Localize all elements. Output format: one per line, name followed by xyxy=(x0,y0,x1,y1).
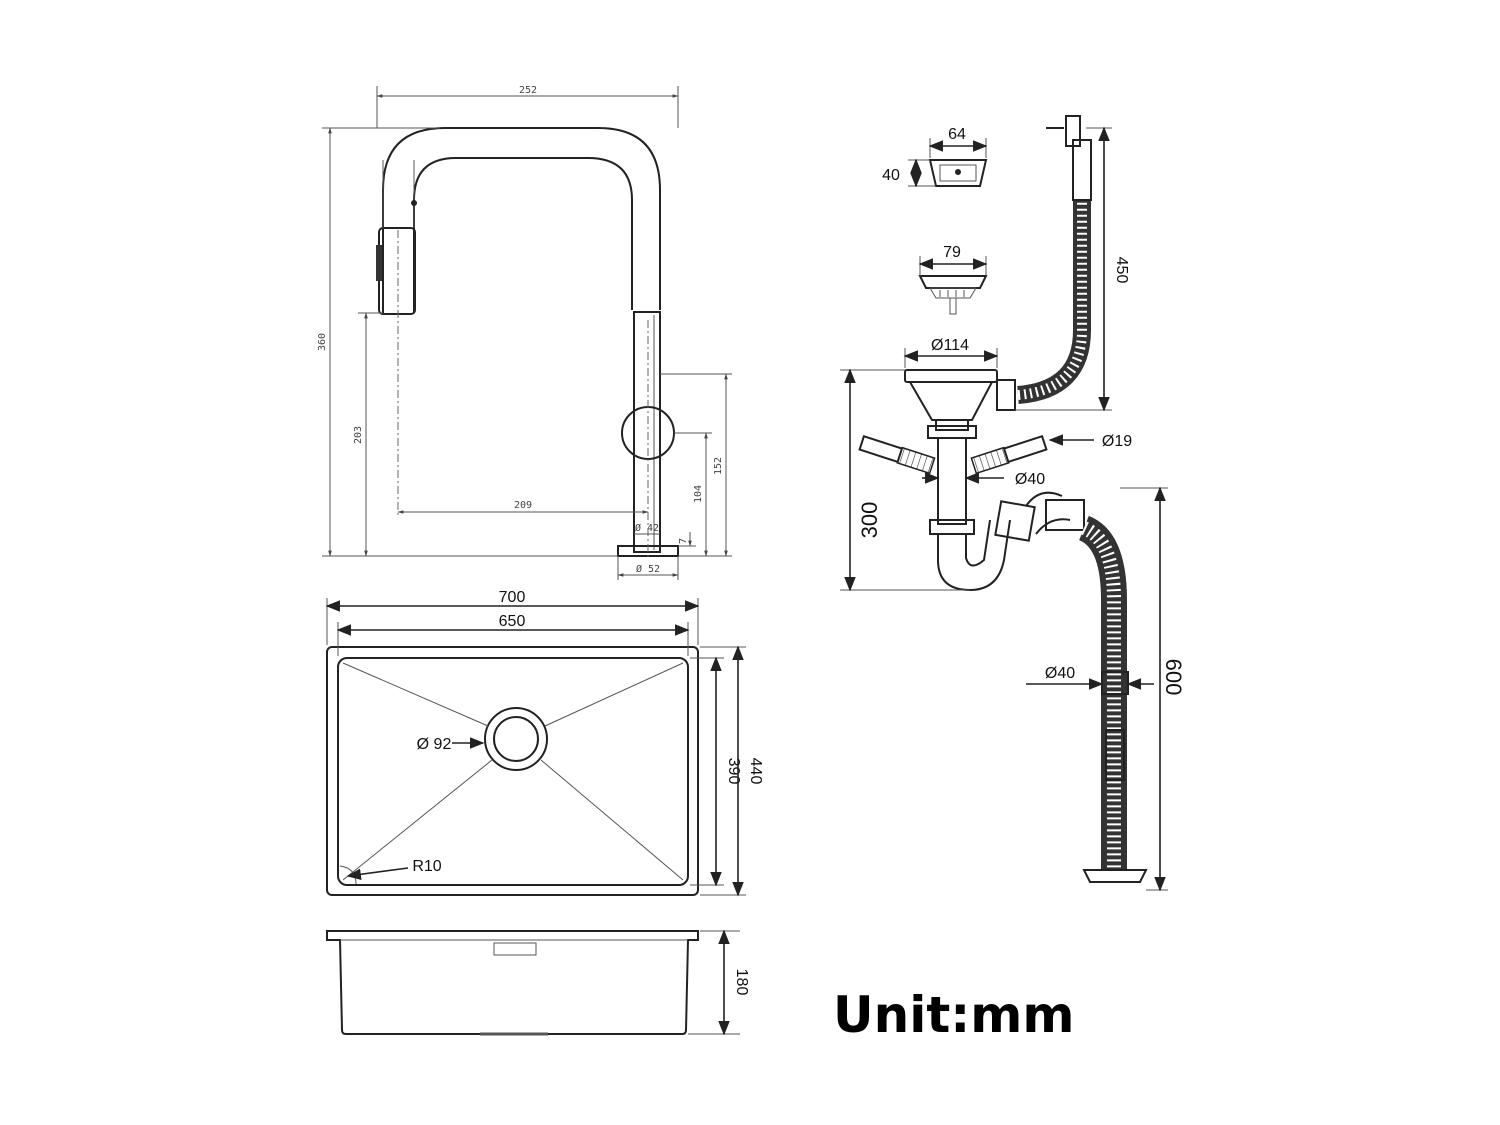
flange-dia-label: Ø114 xyxy=(931,337,969,354)
sink-outer-width-label: 700 xyxy=(499,589,526,606)
overflow-width-label: 64 xyxy=(948,126,966,143)
side-inlet-dia-label: Ø19 xyxy=(1102,433,1132,450)
sink-inner-width-label: 650 xyxy=(499,613,526,630)
base-dia-label: Ø 52 xyxy=(636,563,660,575)
strainer-dia-label: 79 xyxy=(943,244,961,261)
sink-top-view: 700 650 390 440 Ø 92 R10 xyxy=(325,589,764,897)
base-height-label: 104 xyxy=(693,485,704,503)
drain-kit-drawing: 64 40 79 Ø114 450 xyxy=(840,115,1186,892)
corner-radius-label: R10 xyxy=(412,858,441,875)
overflow-height-label: 40 xyxy=(882,167,900,184)
sink-height-label: 180 xyxy=(733,969,750,996)
handle-dia-label: Ø 42 xyxy=(635,522,659,534)
handle-height-label: 152 xyxy=(713,457,724,475)
trap-height-label: 300 xyxy=(857,502,882,539)
outlet-hose-length-label: 600 xyxy=(1161,659,1186,696)
outlet-hose-dia-label: Ø40 xyxy=(1045,665,1075,682)
base-thickness-label: 7 xyxy=(678,538,689,544)
sink-side-view: 180 xyxy=(326,929,750,1036)
spout-height-label: 203 xyxy=(353,426,364,444)
overflow-hose-length-label: 450 xyxy=(1113,257,1130,284)
faucet-height-label: 360 xyxy=(317,333,328,351)
sink-inner-depth-label: 390 xyxy=(725,758,742,785)
faucet-drawing: 252 360 203 209 152 104 7 Ø 42 Ø 52 xyxy=(317,85,732,580)
reach-label: 209 xyxy=(514,500,532,511)
tail-dia-label: Ø40 xyxy=(1015,471,1045,488)
drain-dia-label: Ø 92 xyxy=(417,736,452,753)
unit-label: Unit:mm xyxy=(833,986,1074,1044)
faucet-width-label: 252 xyxy=(519,85,537,96)
sink-outer-depth-label: 440 xyxy=(747,758,764,785)
